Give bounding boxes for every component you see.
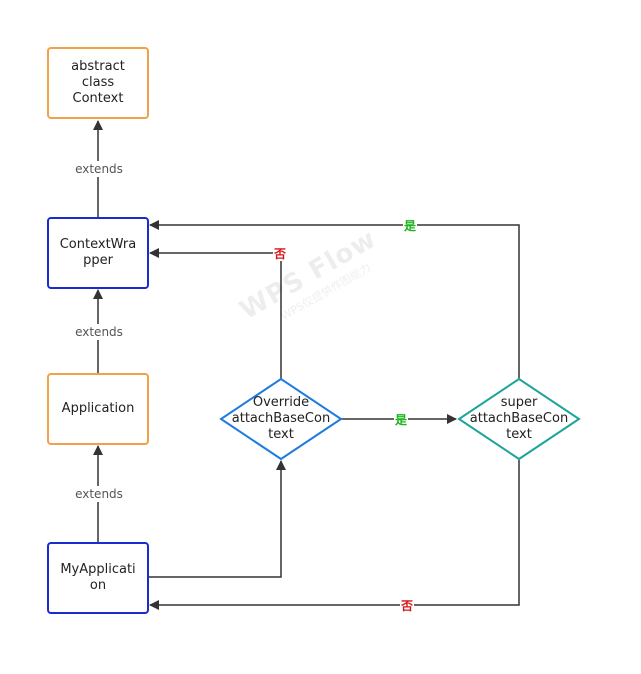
node-application: Application xyxy=(47,373,149,445)
extends-label-wrapper: extends xyxy=(73,324,125,340)
extends-label-context: extends xyxy=(73,161,125,177)
super-yes-label: 是 xyxy=(402,219,418,233)
override-decision-shape xyxy=(219,377,343,461)
super-no-label: 否 xyxy=(399,599,415,613)
override-yes-label: 是 xyxy=(393,413,409,427)
extends-label-application: extends xyxy=(73,486,125,502)
node-context: abstract class Context xyxy=(47,47,149,119)
node-context-wrapper-label: ContextWra pper xyxy=(59,237,137,268)
edge-myapp-to-override xyxy=(149,460,286,578)
override-no-label: 否 xyxy=(272,247,288,261)
node-my-application-label: MyApplicati on xyxy=(60,562,136,593)
edge-override-no-to-wrapper xyxy=(149,248,282,379)
node-context-wrapper: ContextWra pper xyxy=(47,217,149,289)
super-decision-label: super attachBaseCon text xyxy=(469,395,569,442)
super-decision-shape xyxy=(457,377,581,461)
node-context-label: abstract class Context xyxy=(71,59,125,106)
node-my-application: MyApplicati on xyxy=(47,542,149,614)
override-decision-label: Override attachBaseCon text xyxy=(231,395,331,442)
node-application-label: Application xyxy=(61,401,135,416)
edge-super-no-to-myapp xyxy=(149,460,520,610)
edge-super-yes-to-wrapper xyxy=(149,220,520,379)
